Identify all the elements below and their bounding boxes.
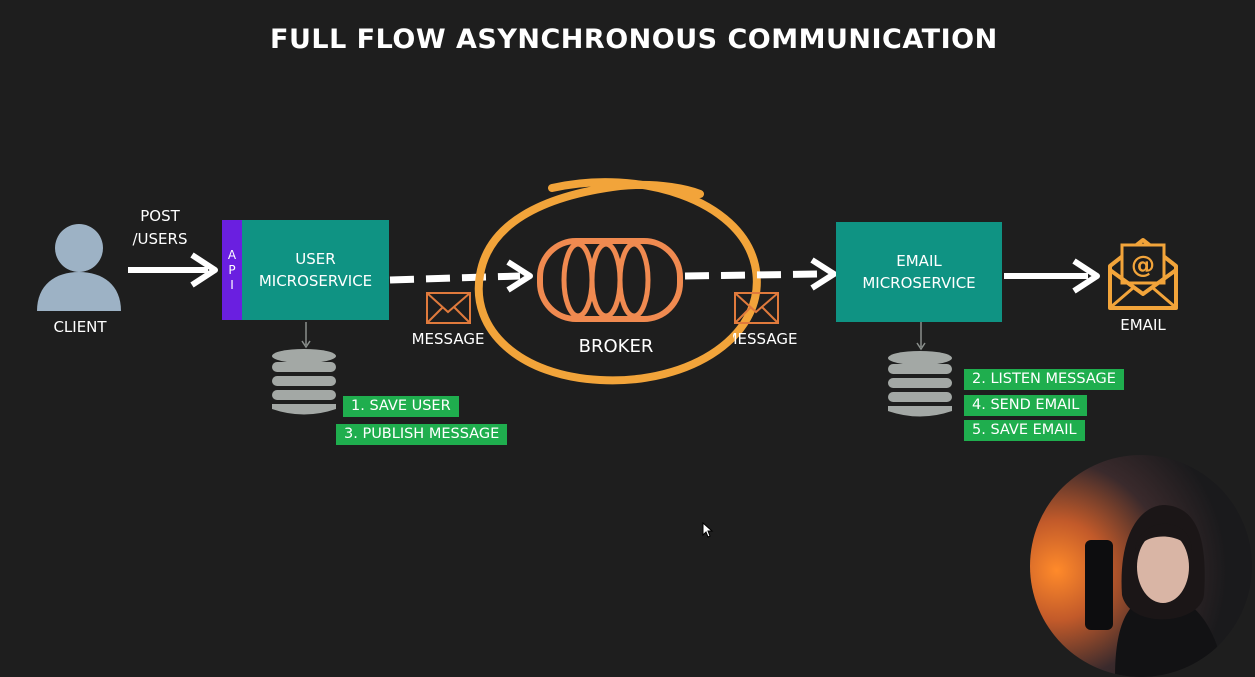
email-service-subtitle: MICROSERVICE — [862, 274, 976, 292]
client-person-icon — [37, 224, 121, 311]
email-step-badge: 5. SAVE EMAIL — [964, 420, 1085, 441]
email-microservice-box: EMAIL MICROSERVICE — [836, 222, 1002, 322]
consume-arrow — [684, 257, 837, 291]
publish-arrow — [389, 259, 533, 293]
user-step-badge: 3. PUBLISH MESSAGE — [336, 424, 508, 445]
diagram-title: FULL FLOW ASYNCHRONOUS COMMUNICATION — [270, 24, 998, 55]
email-label: EMAIL — [1120, 316, 1166, 334]
email-service-title: EMAIL — [896, 252, 942, 270]
user-database-icon — [272, 322, 336, 415]
send-email-arrow — [1004, 258, 1100, 294]
message-left-label: MESSAGE — [411, 330, 485, 348]
broker-label: BROKER — [578, 336, 654, 357]
message-right-label: MESSAGE — [733, 330, 798, 348]
email-at-icon: @ — [1108, 238, 1178, 310]
request-path-label: /USERS — [132, 230, 188, 248]
svg-text:@: @ — [1131, 251, 1155, 279]
email-step-badge: 4. SEND EMAIL — [964, 395, 1088, 416]
user-service-subtitle: MICROSERVICE — [258, 272, 373, 290]
api-gateway-strip: A P I — [222, 220, 242, 320]
presenter-silhouette — [1085, 505, 1225, 677]
message-envelope-right-icon — [734, 292, 779, 324]
mouse-cursor-icon — [702, 522, 714, 538]
request-method-label: POST — [140, 207, 180, 225]
presenter-webcam — [1030, 455, 1252, 677]
message-envelope-left-icon — [426, 292, 471, 324]
broker-queue-icon — [537, 238, 683, 322]
user-step-badge: 1. SAVE USER — [343, 396, 459, 417]
user-microservice-box: USER MICROSERVICE — [242, 220, 389, 320]
diagram-canvas: @ — [37, 178, 1178, 417]
request-arrow — [128, 252, 218, 288]
email-database-icon — [888, 322, 952, 417]
message-right-label-clip: MESSAGE — [733, 328, 803, 350]
client-label: CLIENT — [53, 318, 107, 336]
broker-highlight-circle — [474, 178, 761, 385]
api-letter: P — [228, 262, 236, 277]
api-letter: I — [230, 277, 234, 292]
api-letter: A — [227, 247, 237, 262]
email-step-badge: 2. LISTEN MESSAGE — [964, 369, 1124, 390]
user-service-title: USER — [295, 250, 336, 268]
